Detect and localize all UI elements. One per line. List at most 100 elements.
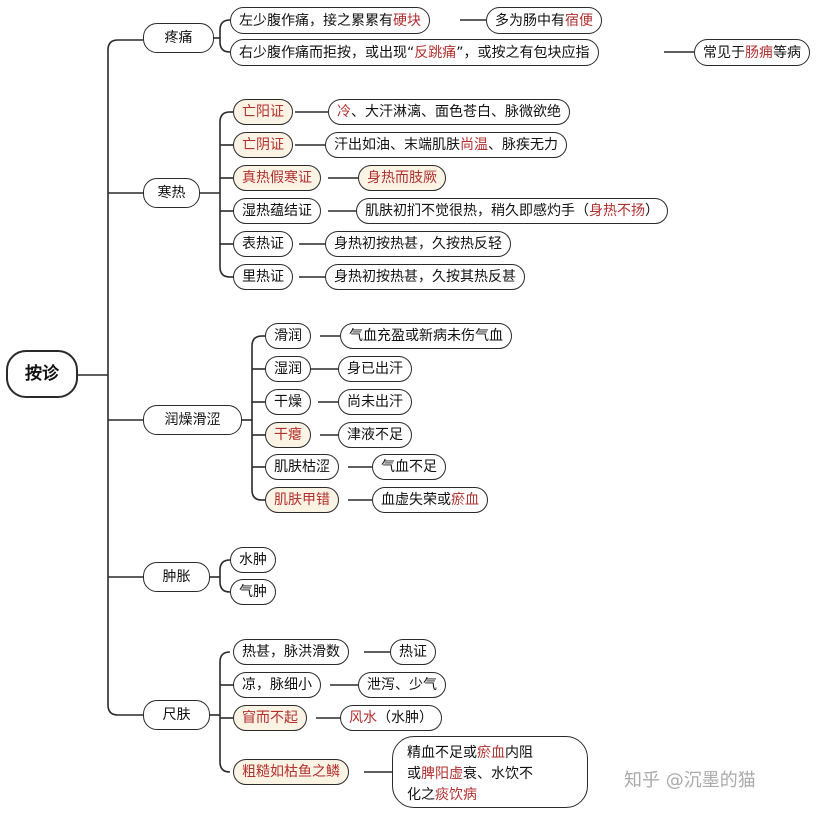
result-line-1-b: 内阻 (505, 745, 533, 761)
coldheat-item-6[interactable]: 里热证 (233, 264, 293, 290)
branch-skin[interactable]: 尺肤 (143, 700, 210, 730)
watermark: 知乎 @沉墨的猫 (624, 770, 756, 791)
skin-item-3-result-text: （水肿） (377, 710, 433, 726)
pain-item-1-text: 左少腹作痛，接之累累有 (239, 12, 393, 29)
skin-item-3-result-highlight: 风水 (349, 710, 377, 726)
pain-item-1[interactable]: 左少腹作痛，接之累累有硬块 (230, 7, 430, 34)
skin-item-2-result-text: 泄泻、少气 (367, 677, 437, 693)
branch-swelling[interactable]: 肿胀 (143, 562, 210, 592)
result-line-2-b: 衰、水饮不 (463, 766, 533, 782)
pain-item-1-highlight: 硬块 (393, 12, 421, 29)
moisture-item-2-label: 湿润 (274, 361, 302, 377)
moisture-item-6-result-highlight: 瘀血 (451, 492, 479, 508)
branch-skin-label: 尺肤 (162, 707, 191, 723)
coldheat-item-4-result-highlight: 身热不扬 (589, 203, 645, 219)
result-line-2-highlight: 脾阳虚 (421, 766, 463, 782)
result-line-3-highlight: 痰饮病 (435, 787, 477, 803)
swelling-item-1-label: 水肿 (239, 552, 267, 568)
coldheat-item-4-label: 湿热蕴结证 (242, 203, 312, 219)
pain-item-2-highlight: 反跳痛 (414, 44, 457, 61)
branch-moisture-label: 润燥滑涩 (164, 412, 221, 428)
moisture-item-2[interactable]: 湿润 (265, 356, 311, 382)
skin-item-1-result[interactable]: 热证 (390, 639, 436, 665)
coldheat-item-4-result[interactable]: 肌肤初扪不觉很热，稍久即感灼手（身热不扬） (356, 198, 668, 224)
root-node[interactable]: 按诊 (6, 350, 78, 398)
swelling-item-2[interactable]: 气肿 (230, 579, 276, 605)
coldheat-item-3-result-text: 身热而肢厥 (367, 170, 437, 186)
skin-item-3-result[interactable]: 风水（水肿） (340, 705, 442, 731)
moisture-item-5-label: 肌肤枯涩 (274, 459, 330, 475)
branch-swelling-label: 肿胀 (162, 569, 191, 585)
coldheat-item-6-result-text: 身热初按热甚，久按其热反甚 (334, 269, 516, 285)
coldheat-item-1[interactable]: 亡阳证 (233, 99, 293, 125)
coldheat-item-5-result[interactable]: 身热初按热甚，久按热反轻 (325, 231, 511, 257)
coldheat-item-5-label: 表热证 (242, 236, 284, 252)
moisture-item-5-result-text: 气血不足 (381, 459, 437, 475)
pain-item-1-result-highlight: 宿便 (565, 12, 593, 29)
skin-item-4[interactable]: 粗糙如枯鱼之鳞 (233, 759, 349, 785)
moisture-item-4-result-text: 津液不足 (347, 427, 403, 443)
branch-coldheat-label: 寒热 (157, 185, 186, 201)
coldheat-item-1-label: 亡阳证 (242, 104, 284, 120)
coldheat-item-1-result[interactable]: 冷、大汗淋漓、面色苍白、脉微欲绝 (328, 99, 570, 125)
pain-item-2-result[interactable]: 常见于肠痈等病 (694, 39, 810, 66)
skin-item-4-result[interactable]: 精血不足或瘀血内阻 或脾阳虚衰、水饮不 化之痰饮病 (392, 736, 588, 808)
coldheat-item-3-result[interactable]: 身热而肢厥 (358, 165, 446, 191)
moisture-item-2-result[interactable]: 身已出汗 (338, 356, 412, 382)
coldheat-item-2-result-text-a: 汗出如油、末端肌肤 (334, 137, 460, 153)
moisture-item-4-label: 干瘪 (274, 427, 302, 443)
moisture-item-4-result[interactable]: 津液不足 (338, 422, 412, 448)
pain-item-2-text-a: 右少腹作痛而拒按，或出现“ (239, 44, 415, 61)
moisture-item-1-result[interactable]: 气血充盈或新病未伤气血 (340, 323, 512, 349)
moisture-item-6-result[interactable]: 血虚失荣或瘀血 (372, 487, 488, 513)
result-line-2-a: 或 (407, 766, 421, 782)
skin-item-3-label: 窅而不起 (242, 710, 298, 726)
pain-item-2-result-text: 常见于 (703, 44, 745, 61)
result-line-1-a: 精血不足或 (407, 745, 477, 761)
moisture-item-6-label: 肌肤甲错 (274, 492, 330, 508)
result-line-1-highlight: 瘀血 (477, 745, 505, 761)
root-label: 按诊 (25, 363, 59, 384)
moisture-item-5-result[interactable]: 气血不足 (372, 454, 446, 480)
skin-item-2-result[interactable]: 泄泻、少气 (358, 672, 446, 698)
moisture-item-2-result-text: 身已出汗 (347, 361, 403, 377)
coldheat-item-3[interactable]: 真热假寒证 (233, 165, 321, 191)
pain-item-2-result-tail: 等病 (773, 44, 801, 61)
pain-item-2[interactable]: 右少腹作痛而拒按，或出现“反跳痛”，或按之有包块应指 (230, 39, 599, 66)
skin-item-4-label: 粗糙如枯鱼之鳞 (242, 764, 340, 780)
pain-item-1-result-text: 多为肠中有 (495, 12, 565, 29)
skin-item-1[interactable]: 热甚，脉洪滑数 (233, 639, 349, 665)
skin-item-3[interactable]: 窅而不起 (233, 705, 307, 731)
moisture-item-4[interactable]: 干瘪 (265, 422, 311, 448)
skin-item-1-label: 热甚，脉洪滑数 (242, 644, 340, 660)
coldheat-item-6-result[interactable]: 身热初按热甚，久按其热反甚 (325, 264, 525, 290)
branch-coldheat[interactable]: 寒热 (143, 178, 200, 208)
swelling-item-1[interactable]: 水肿 (230, 547, 276, 573)
moisture-item-6[interactable]: 肌肤甲错 (265, 487, 339, 513)
coldheat-item-5-result-text: 身热初按热甚，久按热反轻 (334, 236, 502, 252)
moisture-item-1-label: 滑润 (274, 328, 302, 344)
moisture-item-3[interactable]: 干燥 (265, 389, 311, 415)
coldheat-item-2[interactable]: 亡阴证 (233, 132, 293, 158)
branch-moisture[interactable]: 润燥滑涩 (143, 405, 242, 435)
coldheat-item-2-result[interactable]: 汗出如油、末端肌肤尚温、脉疾无力 (325, 132, 567, 158)
branch-pain-label: 疼痛 (164, 30, 193, 46)
coldheat-item-1-result-text: 、大汗淋漓、面色苍白、脉微欲绝 (351, 104, 561, 120)
branch-pain[interactable]: 疼痛 (143, 23, 214, 53)
moisture-item-3-result[interactable]: 尚未出汗 (338, 389, 412, 415)
pain-item-1-result[interactable]: 多为肠中有宿便 (486, 7, 602, 34)
moisture-item-1[interactable]: 滑润 (265, 323, 311, 349)
coldheat-item-1-result-highlight: 冷 (337, 104, 351, 120)
moisture-item-5[interactable]: 肌肤枯涩 (265, 454, 339, 480)
coldheat-item-5[interactable]: 表热证 (233, 231, 293, 257)
coldheat-item-2-label: 亡阴证 (242, 137, 284, 153)
coldheat-item-6-label: 里热证 (242, 269, 284, 285)
coldheat-item-4[interactable]: 湿热蕴结证 (233, 198, 321, 224)
coldheat-item-2-result-text-b: 、脉疾无力 (488, 137, 558, 153)
moisture-item-3-result-text: 尚未出汗 (347, 394, 403, 410)
skin-item-2[interactable]: 凉，脉细小 (233, 672, 321, 698)
coldheat-item-4-result-text-a: 肌肤初扪不觉很热，稍久即感灼手（ (365, 203, 589, 219)
moisture-item-3-label: 干燥 (274, 394, 302, 410)
result-line-3-a: 化之 (407, 787, 435, 803)
